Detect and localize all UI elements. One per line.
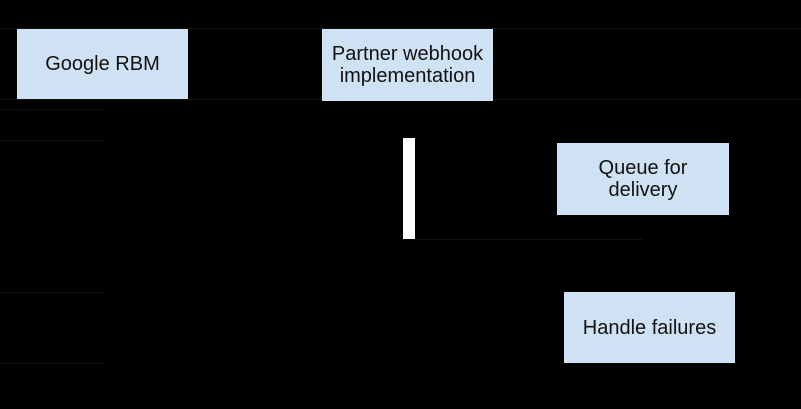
node-partner-webhook-implementation: Partner webhook implementation <box>322 29 493 101</box>
faint-line-left-upper-1 <box>0 109 104 110</box>
faint-line-left-lower-1 <box>0 292 104 293</box>
activation-bar <box>403 138 415 239</box>
node-queue-for-delivery-label: Queue for delivery <box>598 157 688 201</box>
node-google-rbm: Google RBM <box>17 29 188 99</box>
node-handle-failures: Handle failures <box>564 292 735 363</box>
faint-line-message-arrow <box>415 239 643 240</box>
faint-line-top-band-upper <box>0 28 801 29</box>
node-partner-webhook-implementation-label: Partner webhook implementation <box>331 43 484 87</box>
node-queue-for-delivery: Queue for delivery <box>557 143 729 215</box>
node-handle-failures-label: Handle failures <box>582 316 717 339</box>
faint-line-left-upper-2 <box>0 140 104 141</box>
node-google-rbm-label: Google RBM <box>45 53 160 75</box>
faint-line-left-lower-2 <box>0 363 104 364</box>
